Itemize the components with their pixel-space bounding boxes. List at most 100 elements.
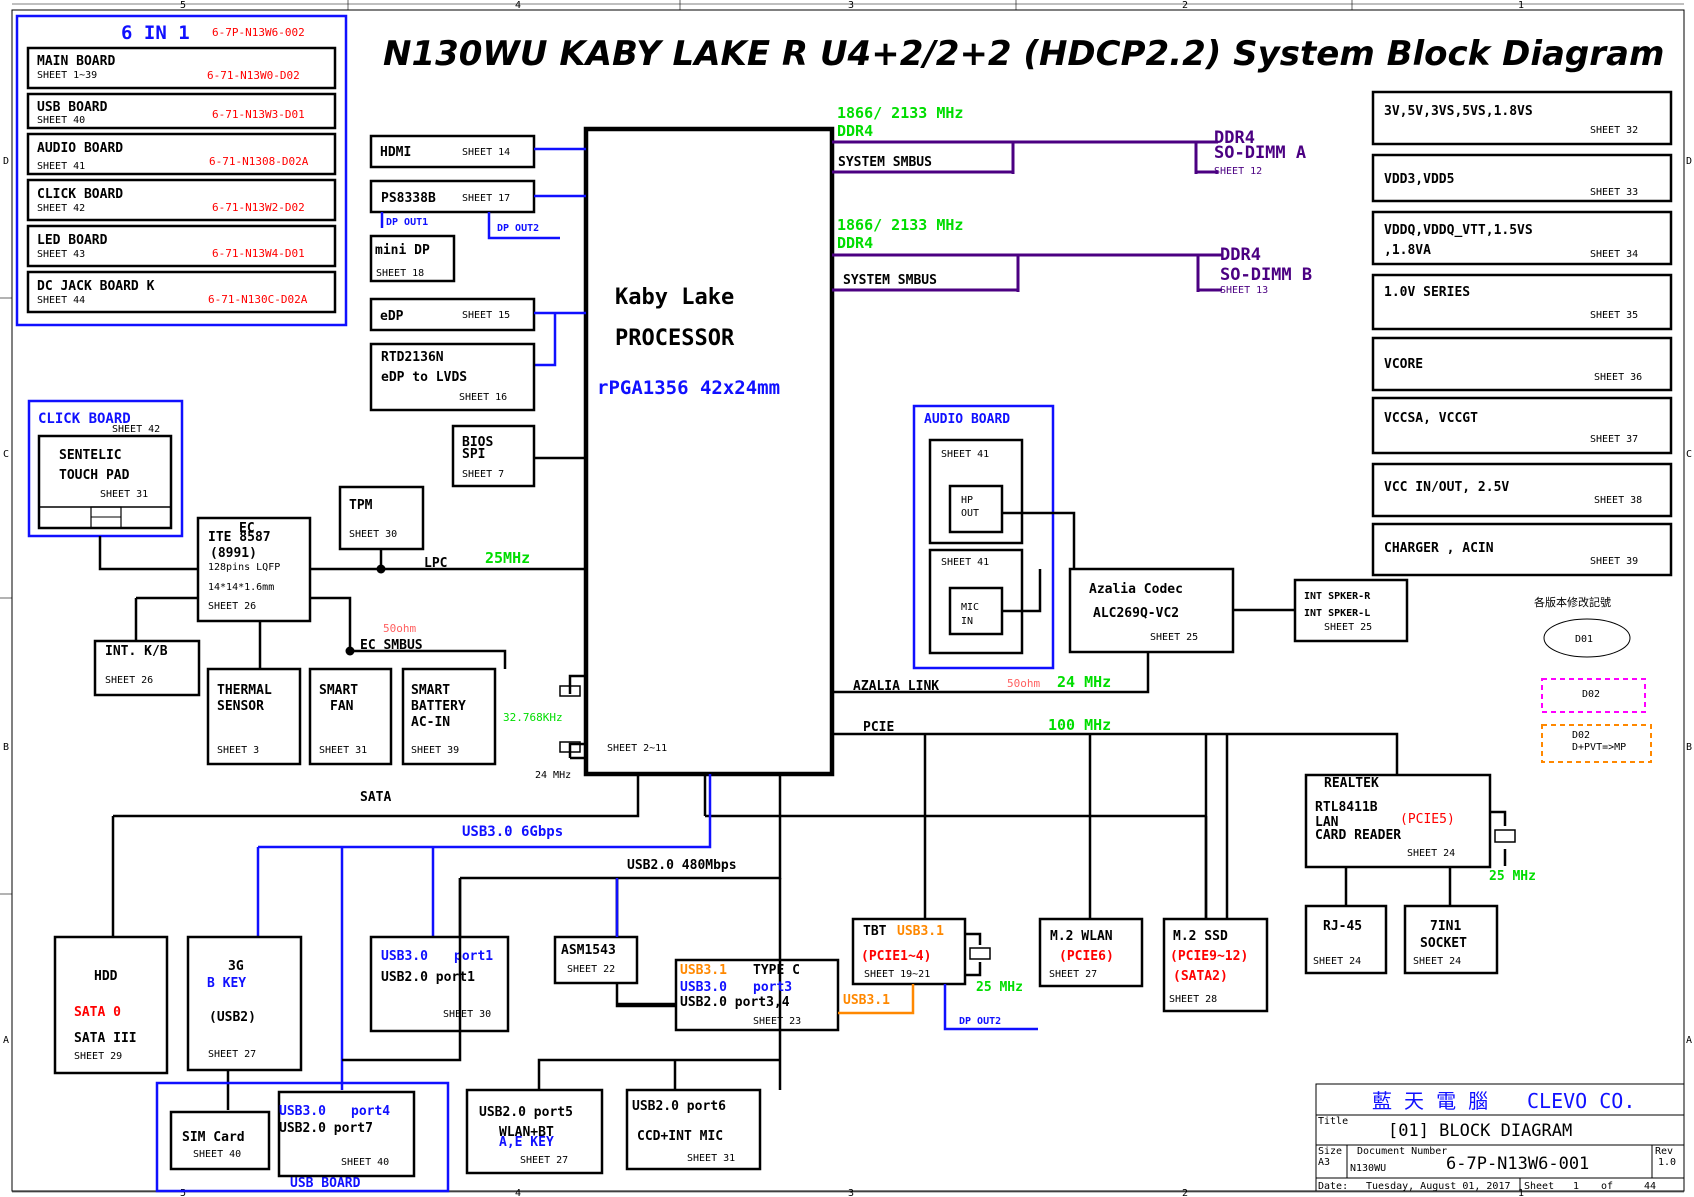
power-5-sheet: SHEET 37 bbox=[1590, 434, 1638, 445]
ec-smbus-label: EC SMBUS bbox=[360, 638, 423, 653]
revision-d02b1: D02 bbox=[1572, 730, 1590, 741]
board-audio-sheet: SHEET 41 bbox=[37, 161, 85, 172]
frame-row-b-r: B bbox=[1686, 742, 1692, 753]
battery-l2: BATTERY bbox=[411, 699, 466, 714]
asm-sheet: SHEET 22 bbox=[567, 964, 615, 975]
minidp-label: mini DP bbox=[375, 243, 430, 258]
speaker-block: INT SPKER-R INT SPKER-L SHEET 25 bbox=[1293, 578, 1409, 643]
tpm-label: TPM bbox=[349, 498, 373, 513]
typec-b1: USB3.0 bbox=[680, 980, 727, 995]
tbt-sheet: SHEET 19~21 bbox=[864, 969, 930, 980]
board-dcjack-code: 6-71-N130C-D02A bbox=[208, 293, 308, 306]
power-3-sheet: SHEET 35 bbox=[1590, 310, 1638, 321]
ec-package: 128pins LQFP bbox=[208, 562, 280, 573]
realtek-block: REALTEK RTL8411B LAN (PCIE5) CARD READER… bbox=[1304, 773, 1492, 869]
rtc-clock: 32.768KHz bbox=[503, 711, 563, 724]
mic-l1: MIC bbox=[961, 602, 979, 613]
hp-l2: OUT bbox=[961, 508, 979, 519]
company-name: CLEVO CO. bbox=[1527, 1089, 1635, 1113]
board-click-name: CLICK BOARD bbox=[37, 187, 123, 202]
frame-row-d: D bbox=[3, 156, 9, 167]
titleblock-docnum-lbl: Document Number bbox=[1357, 1146, 1447, 1157]
cpu-package: rPGA1356 42x24mm bbox=[597, 377, 780, 399]
titleblock-rev-lbl: Rev bbox=[1655, 1146, 1673, 1157]
dimm-b-l1: DDR4 bbox=[1220, 245, 1261, 265]
click-board-sheet: SHEET 42 bbox=[112, 424, 160, 435]
thermal-sheet: SHEET 3 bbox=[217, 745, 259, 756]
board-usb-code: 6-71-N13W3-D01 bbox=[212, 108, 305, 121]
battery-block: SMART BATTERY AC-IN SHEET 39 bbox=[401, 667, 497, 766]
g3-l2: B KEY bbox=[207, 976, 246, 991]
titleblock-size-lbl: Size bbox=[1318, 1146, 1342, 1157]
typec-usb31: USB3.1 bbox=[843, 993, 890, 1008]
rj45-block: RJ-45 SHEET 24 bbox=[1304, 904, 1388, 975]
board-audio: AUDIO BOARD SHEET 41 6-71-N1308-D02A bbox=[26, 132, 337, 176]
power-4-name: VCORE bbox=[1384, 357, 1423, 372]
power-7-sheet: SHEET 39 bbox=[1590, 556, 1638, 567]
typec-b2: port3 bbox=[753, 980, 792, 995]
g3-l3: (USB2) bbox=[209, 1010, 256, 1025]
codec-l2: ALC269Q-VC2 bbox=[1093, 606, 1179, 621]
minidp-block: mini DP SHEET 18 bbox=[369, 234, 456, 283]
frame-col-1: 1 bbox=[1518, 0, 1524, 11]
typec-a1: USB3.1 bbox=[680, 963, 727, 978]
typec-block: USB3.1 TYPE C USB3.0 port3 USB2.0 port3,… bbox=[674, 958, 840, 1032]
realtek-sheet: SHEET 24 bbox=[1407, 848, 1455, 859]
kb-block: INT. K/B SHEET 26 bbox=[93, 639, 201, 697]
edp-label: eDP bbox=[380, 309, 404, 324]
usbp4-b: port4 bbox=[351, 1104, 390, 1119]
ec-smbus-ohm: 50ohm bbox=[383, 622, 416, 635]
company-cn: 藍 天 電 腦 bbox=[1372, 1089, 1488, 1113]
spk-l1: INT SPKER-R bbox=[1304, 591, 1371, 602]
touchpad-sheet: SHEET 31 bbox=[100, 489, 148, 500]
mic-sheet: SHEET 41 bbox=[941, 557, 989, 568]
rtc-crystal-icon bbox=[559, 674, 586, 760]
usb-port5-block: USB2.0 port5 WLAN+BT A,E KEY SHEET 27 bbox=[465, 1088, 604, 1175]
usb-board-label: USB BOARD bbox=[290, 1176, 361, 1191]
pcie-label: PCIE bbox=[863, 720, 894, 735]
card-socket-block: 7IN1 SOCKET SHEET 24 bbox=[1403, 904, 1499, 975]
ssd-l3: (SATA2) bbox=[1173, 969, 1228, 984]
dimm-a-l1: DDR4 bbox=[1214, 128, 1255, 148]
realtek-pcie: (PCIE5) bbox=[1400, 812, 1455, 827]
bios-sheet: SHEET 7 bbox=[462, 469, 504, 480]
hdd-block: HDD SATA 0 SATA III SHEET 29 bbox=[53, 935, 169, 1075]
thermal-block: THERMAL SENSOR SHEET 3 bbox=[206, 667, 302, 766]
titleblock-title: [01] BLOCK DIAGRAM bbox=[1388, 1121, 1572, 1141]
power-6-name: VCC IN/OUT, 2.5V bbox=[1384, 480, 1509, 495]
codec-block: Azalia Codec ALC269Q-VC2 SHEET 25 bbox=[1068, 567, 1235, 654]
power-2-name2: ,1.8VA bbox=[1384, 243, 1431, 258]
edp-block: eDP SHEET 15 bbox=[369, 297, 536, 332]
hdmi-sheet: SHEET 14 bbox=[462, 147, 510, 158]
ssd-sheet: SHEET 28 bbox=[1169, 994, 1217, 1005]
kb-label: INT. K/B bbox=[105, 644, 168, 659]
tbt-l1a: TBT bbox=[863, 924, 887, 939]
usbp4-sheet: SHEET 40 bbox=[341, 1157, 389, 1168]
dimm-a-sheet: SHEET 12 bbox=[1214, 166, 1262, 177]
hdd-sheet: SHEET 29 bbox=[74, 1051, 122, 1062]
tbt-l2: (PCIE1~4) bbox=[861, 949, 931, 964]
ssd-l1: M.2 SSD bbox=[1173, 929, 1228, 944]
hp-l1: HP bbox=[961, 495, 973, 506]
lpc-freq: 25MHz bbox=[485, 549, 530, 567]
usb2-bus-label: USB2.0 480Mbps bbox=[627, 858, 737, 873]
hdmi-label: HDMI bbox=[380, 145, 411, 160]
click-board-panel: CLICK BOARD SHEET 42 SENTELIC TOUCH PAD … bbox=[27, 399, 184, 538]
tbt-clk: 25 MHz bbox=[976, 980, 1023, 995]
six-in-one-panel: 6 IN 1 6-7P-N13W6-002 MAIN BOARD SHEET 1… bbox=[15, 14, 348, 327]
lpc-junction bbox=[376, 564, 386, 574]
board-main-code: 6-71-N13W0-D02 bbox=[207, 69, 300, 82]
usbp7: USB2.0 port7 bbox=[279, 1121, 373, 1136]
dp-out1-label: DP OUT1 bbox=[386, 217, 428, 228]
board-dcjack-sheet: SHEET 44 bbox=[37, 295, 85, 306]
asm-label: ASM1543 bbox=[561, 943, 616, 958]
sock-l1: 7IN1 bbox=[1430, 919, 1461, 934]
edp-sheet: SHEET 15 bbox=[462, 310, 510, 321]
power-2-name: VDDQ,VDDQ_VTT,1.5VS bbox=[1384, 223, 1533, 238]
realtek-l3: LAN bbox=[1315, 815, 1339, 830]
rtd-label: RTD2136N bbox=[381, 350, 444, 365]
mem-a-type: DDR4 bbox=[837, 122, 873, 140]
board-click: CLICK BOARD SHEET 42 6-71-N13W2-D02 bbox=[26, 178, 337, 222]
titleblock-date-lbl: Date: bbox=[1318, 1181, 1348, 1192]
